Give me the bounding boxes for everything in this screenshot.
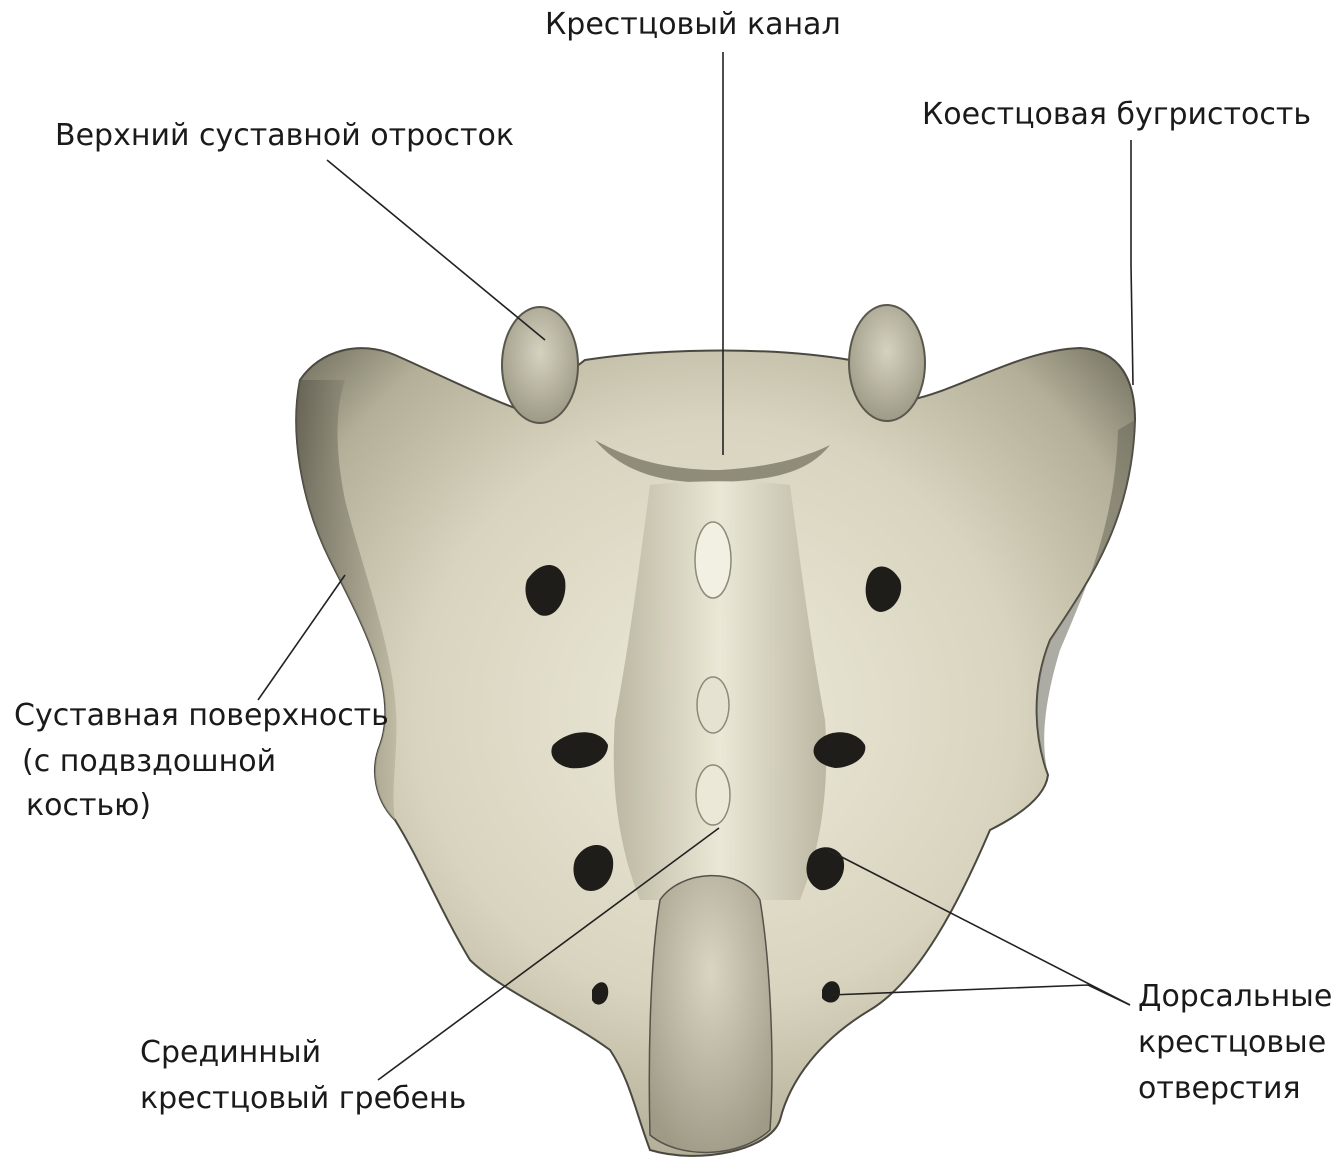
leader-line-sacral-tuberosity [1131, 140, 1133, 385]
label-superior-articular-process-text: Верхний суставной отросток [55, 113, 514, 159]
label-auricular-surface-line-3: костью) [14, 783, 389, 829]
leader-line-superior-articular-process [327, 160, 545, 340]
label-auricular-surface-line-1: Суставная поверхность [14, 693, 389, 739]
leader-line-auricular-surface [258, 575, 345, 700]
label-sacral-canal: Крестцовый канал [545, 2, 841, 48]
label-sacral-tuberosity-text: Коестцовая бугристость [922, 92, 1311, 138]
spinous-tubercle-1 [695, 522, 731, 598]
label-auricular-surface-line-2: (с подвздошной [14, 739, 389, 785]
label-median-sacral-crest-line-1: Срединный [140, 1030, 466, 1076]
superior-articular-process-right [849, 305, 925, 421]
label-dorsal-sacral-foramina-line-3: отверстия [1138, 1066, 1332, 1112]
label-dorsal-sacral-foramina: Дорсальные крестцовые отверстия [1138, 974, 1332, 1112]
label-dorsal-sacral-foramina-line-2: крестцовые [1138, 1020, 1332, 1066]
label-superior-articular-process: Верхний суставной отросток [55, 113, 514, 159]
superior-articular-process-left [502, 307, 578, 423]
label-dorsal-sacral-foramina-line-1: Дорсальные [1138, 974, 1332, 1020]
label-median-sacral-crest-line-2: крестцовый гребень [140, 1076, 466, 1122]
label-sacral-canal-text: Крестцовый канал [545, 2, 841, 48]
label-auricular-surface: Суставная поверхность (с подвздошной кос… [14, 693, 389, 829]
label-median-sacral-crest: Срединный крестцовый гребень [140, 1030, 466, 1122]
spinous-tubercle-3 [696, 765, 730, 825]
sacral-apex [649, 876, 772, 1153]
spinous-tubercle-2 [697, 677, 729, 733]
label-sacral-tuberosity: Коестцовая бугристость [922, 92, 1311, 138]
